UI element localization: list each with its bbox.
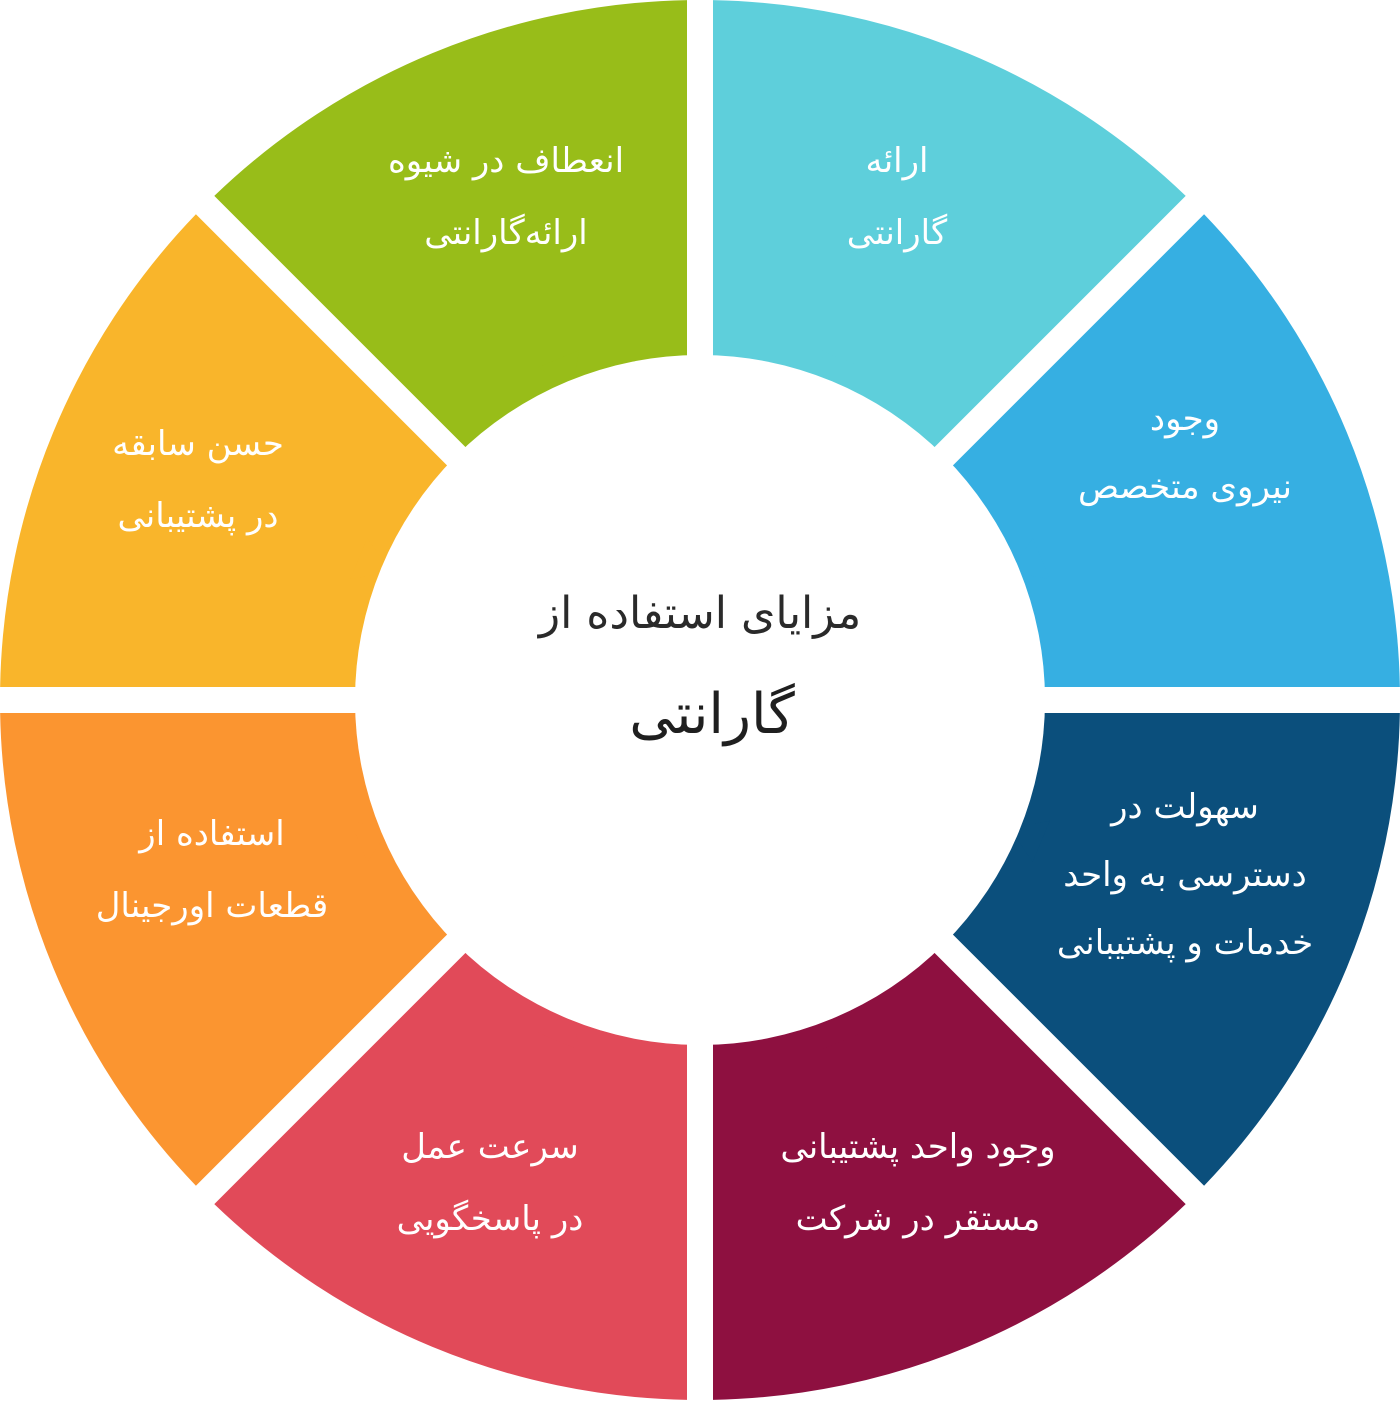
segment-6-label-line-1: استفاده از: [137, 814, 284, 854]
center-circle: [355, 355, 1045, 1045]
center-subtitle: گارانتی: [629, 682, 795, 747]
segment-8-label-line-1: انعطاف در شیوه: [388, 141, 624, 181]
segment-4-label-line-2: مستقر در شرکت: [796, 1199, 1041, 1239]
segment-7-label-line-2: در پشتیبانی: [117, 496, 278, 536]
segment-3-label-line-1: سهولت در: [1109, 787, 1259, 827]
segment-3-label-line-3: خدمات و پشتیبانی: [1057, 923, 1313, 963]
segment-notch-4: [820, 1009, 862, 1050]
segment-5-label-line-1: سرعت عمل: [401, 1127, 578, 1167]
segment-2-label-line-1: وجود: [1150, 399, 1220, 439]
segment-8-label-line-2: ارائه‌گارانتی: [424, 213, 587, 253]
segment-1: [712, 0, 1186, 458]
segment-4-label-line-1: وجود واحد پشتیبانی: [780, 1127, 1055, 1167]
segment-5-label-line-2: در پاسخگویی: [397, 1199, 584, 1239]
segment-notch-1: [820, 350, 862, 391]
segment-notch-7: [350, 538, 391, 580]
segment-4: [712, 942, 1186, 1400]
segment-3: [942, 712, 1400, 1186]
segment-notch-8: [538, 350, 580, 391]
center-title: مزایای استفاده از: [537, 588, 861, 639]
segment-1-label-line-2: گارانتی: [847, 213, 948, 253]
segment-7: [0, 214, 458, 688]
segment-notch-5: [538, 1009, 580, 1050]
segment-7-label-line-1: حسن سابقه: [112, 424, 284, 464]
segment-8: [214, 0, 688, 458]
segment-6-label-line-2: قطعات اورجینال: [96, 886, 329, 926]
segment-2-label-line-2: نیروی متخصص: [1078, 467, 1292, 507]
segment-2: [942, 214, 1400, 688]
segment-5: [214, 942, 688, 1400]
segment-notch-3: [1009, 820, 1050, 862]
segment-notch-6: [350, 820, 391, 862]
labels-layer: ارائه گارانتی وجود نیروی متخصص سهولت در دسترس…: [96, 141, 1313, 1239]
segment-6: [0, 712, 458, 1186]
segment-1-label-line-1: ارائه: [865, 141, 928, 181]
segment-3-label-line-2: دسترسی به واحد: [1063, 855, 1307, 895]
segment-notch-2: [1009, 538, 1050, 580]
